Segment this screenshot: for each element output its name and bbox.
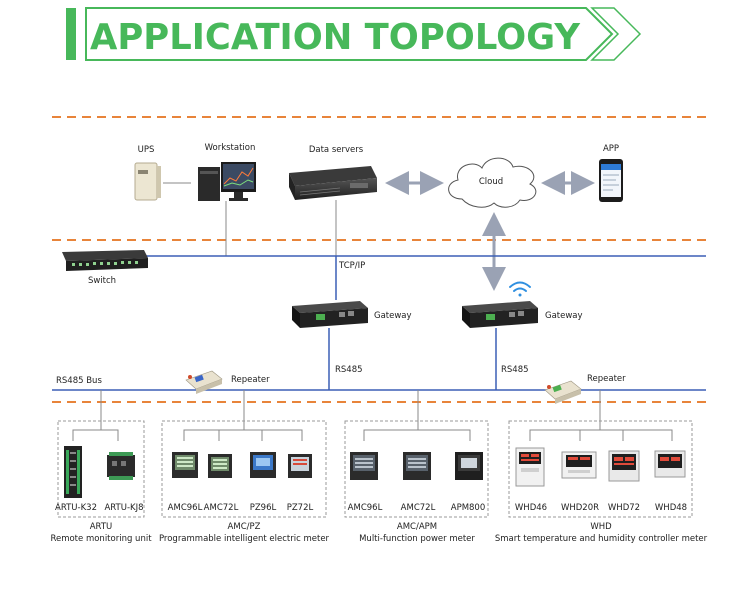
device-label: AMC72L (401, 503, 436, 513)
device-label: AMC96L (168, 503, 203, 513)
tcpip-label: TCP/IP (338, 261, 365, 271)
app-label: APP (603, 144, 619, 154)
rs485-left-label: RS485 (335, 365, 363, 375)
group-whd: WHD46 WHD20R WHD72 WHD48 WHD Smart tempe… (495, 420, 708, 544)
group-artu: ARTU-K32 ARTU-KJ8 ARTU Remote monitoring… (50, 420, 152, 544)
repeater-left-node: Repeater (185, 370, 270, 394)
meter-icon (455, 452, 483, 480)
wifi-icon (509, 281, 531, 297)
switch-icon (62, 250, 148, 271)
ups-icon (134, 162, 161, 201)
cloud-label: Cloud (479, 177, 503, 187)
group-desc: Programmable intelligent electric meter (159, 534, 330, 544)
page-title: APPLICATION TOPOLOGY (90, 17, 581, 58)
cloud-icon (448, 157, 537, 208)
group-bracket (529, 429, 673, 441)
group-frame (508, 420, 693, 518)
meter-icon (654, 450, 686, 478)
meter-icon (515, 447, 545, 487)
group-frame (161, 420, 327, 518)
gateway-icon (462, 301, 538, 328)
switch-label: Switch (88, 276, 116, 286)
device-label: PZ72L (287, 503, 314, 513)
title-accent-bar (66, 8, 76, 60)
device-label: WHD72 (608, 503, 640, 513)
device-label: ARTU-KJ8 (104, 503, 143, 513)
meter-icon (288, 454, 312, 478)
device-label: WHD48 (655, 503, 687, 513)
switch-node: Switch (62, 250, 148, 286)
device-label: AMC72L (204, 503, 239, 513)
repeater-icon (544, 380, 582, 404)
group-name: AMC/APM (397, 522, 437, 532)
group-amc-pz: AMC96L AMC72L PZ96L PZ72L AMC/PZ Program… (159, 420, 330, 544)
meter-icon (208, 454, 232, 478)
meter-icon (608, 450, 640, 482)
device-label: APM800 (451, 503, 486, 513)
group-bracket (363, 429, 471, 441)
device-label: WHD46 (515, 503, 547, 513)
data-servers-node: Data servers (289, 145, 377, 200)
group-frame (344, 420, 489, 518)
rs485-right-label: RS485 (501, 365, 529, 375)
group-name: ARTU (90, 522, 113, 532)
dashed-dividers (52, 116, 706, 403)
meter-icon (172, 452, 198, 478)
repeater-right-node: Repeater (544, 374, 626, 404)
gateway-right-node: Gateway (462, 281, 583, 328)
group-name: WHD (590, 522, 612, 532)
meter-icon (403, 452, 431, 480)
device-label: AMC96L (348, 503, 383, 513)
meter-icon (561, 451, 597, 479)
gateway-right-label: Gateway (545, 311, 583, 321)
group-desc: Remote monitoring unit (50, 534, 152, 544)
workstation-node: Workstation (198, 143, 256, 201)
meter-icon (350, 452, 378, 480)
ups-label: UPS (138, 145, 155, 155)
title-chevron (590, 7, 642, 61)
group-droplines (100, 390, 601, 430)
group-desc: Multi-function power meter (359, 534, 475, 544)
gateway-left-node: Gateway (292, 301, 412, 328)
ups-node: UPS (134, 145, 161, 201)
repeater-left-label: Repeater (231, 375, 270, 385)
title-banner: APPLICATION TOPOLOGY (66, 7, 642, 61)
workstation-label: Workstation (205, 143, 256, 153)
meter-icon (250, 452, 276, 478)
server-icon (289, 166, 377, 200)
gateway-left-label: Gateway (374, 311, 412, 321)
device-label: WHD20R (561, 503, 599, 513)
title-frame (85, 7, 614, 61)
phone-icon (599, 159, 623, 202)
controller-icon (107, 452, 135, 480)
workstation-icon (198, 162, 256, 201)
cloud-node: Cloud (448, 157, 537, 208)
controller-icon (64, 446, 82, 498)
rs485-bus-label: RS485 Bus (56, 376, 102, 386)
app-node: APP (599, 144, 623, 202)
device-label: ARTU-K32 (55, 503, 97, 513)
data-servers-label: Data servers (309, 145, 364, 155)
gateway-icon (292, 301, 368, 328)
group-name: AMC/PZ (228, 522, 261, 532)
group-bracket (72, 429, 119, 441)
group-bracket (183, 429, 303, 441)
repeater-right-label: Repeater (587, 374, 626, 384)
group-desc: Smart temperature and humidity controlle… (495, 534, 708, 544)
group-frame (57, 420, 145, 518)
device-label: PZ96L (250, 503, 277, 513)
group-amc-apm: AMC96L AMC72L APM800 AMC/APM Multi-funct… (344, 420, 489, 544)
repeater-icon (185, 370, 223, 394)
